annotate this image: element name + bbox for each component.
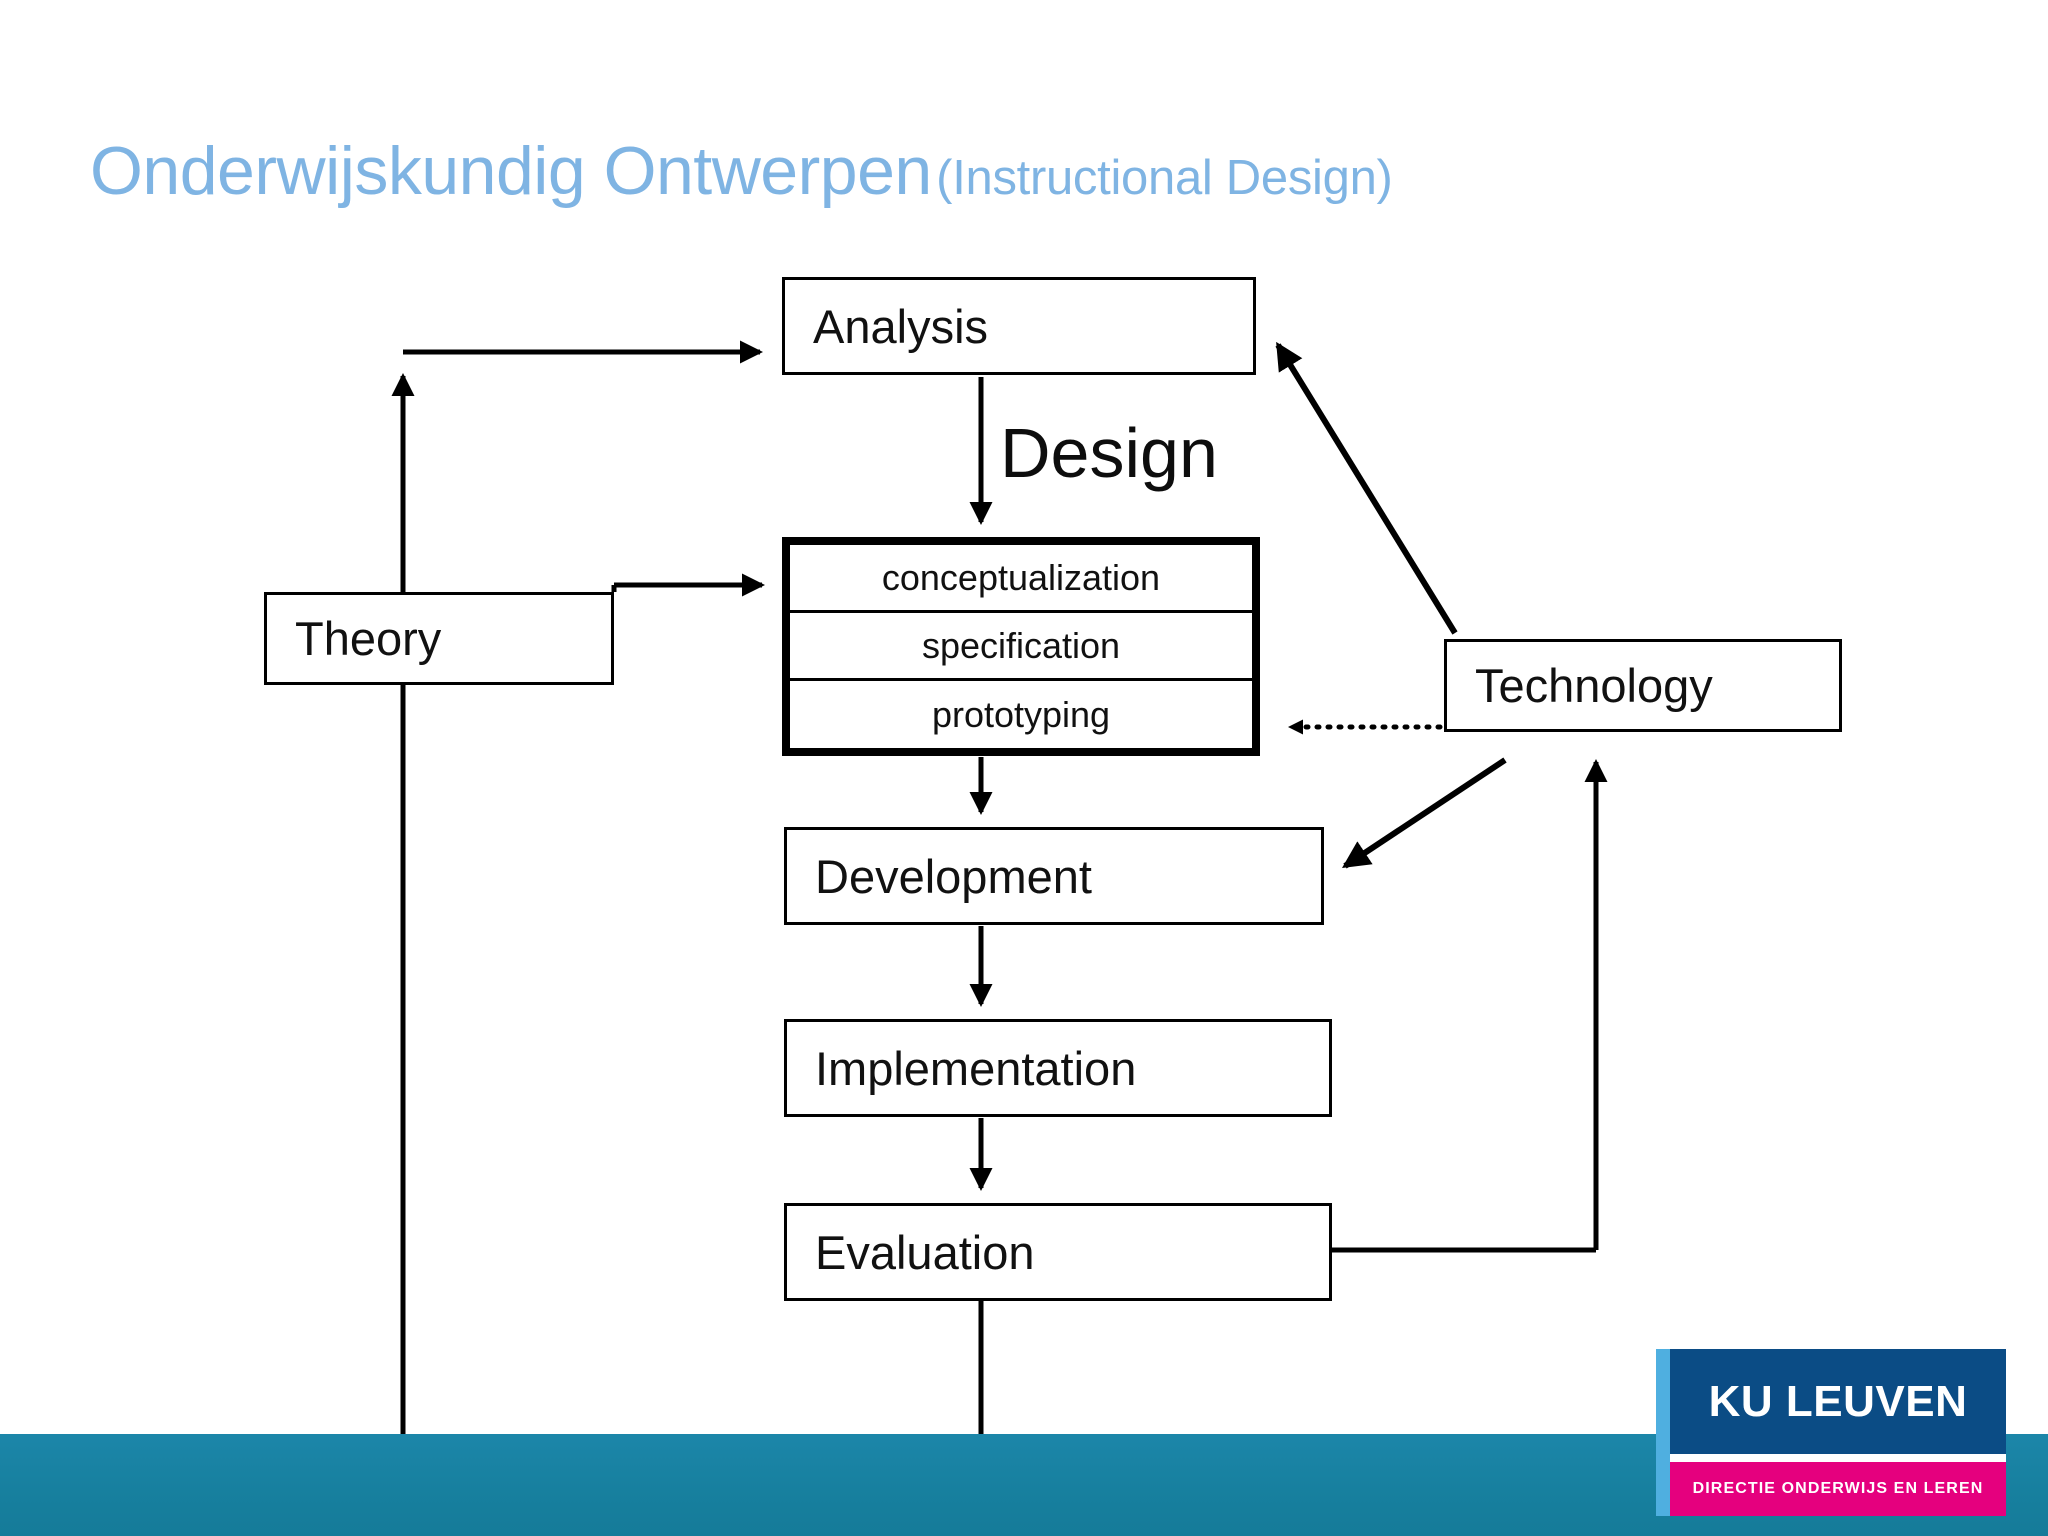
- node-implementation-label: Implementation: [815, 1041, 1137, 1095]
- title-subtitle-text: (Instructional Design): [936, 151, 1393, 205]
- ku-leuven-logo-divider: [1670, 1454, 2006, 1462]
- ku-leuven-wordmark: KU LEUVEN: [1708, 1376, 1968, 1426]
- node-analysis[interactable]: Analysis: [782, 277, 1256, 375]
- ku-leuven-logo-inner: KU LEUVEN DIRECTIE ONDERWIJS EN LEREN: [1670, 1349, 2006, 1516]
- ku-leuven-logo-blue-bar: KU LEUVEN: [1670, 1349, 2006, 1454]
- node-technology-label: Technology: [1475, 659, 1713, 712]
- page-title: Onderwijskundig Ontwerpen (Instructional…: [90, 132, 1990, 210]
- node-evaluation[interactable]: Evaluation: [784, 1203, 1332, 1301]
- design-row-specification[interactable]: specification: [790, 613, 1252, 681]
- ku-leuven-tagline: DIRECTIE ONDERWIJS EN LEREN: [1692, 1480, 1984, 1497]
- ku-leuven-logo: KU LEUVEN DIRECTIE ONDERWIJS EN LEREN: [1656, 1349, 2006, 1516]
- ku-leuven-logo-pink-bar: DIRECTIE ONDERWIJS EN LEREN: [1670, 1462, 2006, 1516]
- node-design[interactable]: conceptualization specification prototyp…: [782, 537, 1260, 756]
- node-implementation[interactable]: Implementation: [784, 1019, 1332, 1117]
- design-row-prototyping[interactable]: prototyping: [931, 694, 1111, 735]
- node-analysis-label: Analysis: [813, 299, 989, 353]
- node-evaluation-label: Evaluation: [815, 1225, 1035, 1279]
- node-development[interactable]: Development: [784, 827, 1324, 925]
- design-row-conceptualization[interactable]: conceptualization: [790, 545, 1252, 613]
- node-technology[interactable]: Technology: [1444, 639, 1842, 732]
- node-theory[interactable]: Theory: [264, 592, 614, 685]
- node-theory-label: Theory: [295, 612, 442, 665]
- design-heading: Design: [1000, 414, 1218, 492]
- node-development-label: Development: [815, 849, 1092, 903]
- title-main-text: Onderwijskundig Ontwerpen: [90, 133, 932, 209]
